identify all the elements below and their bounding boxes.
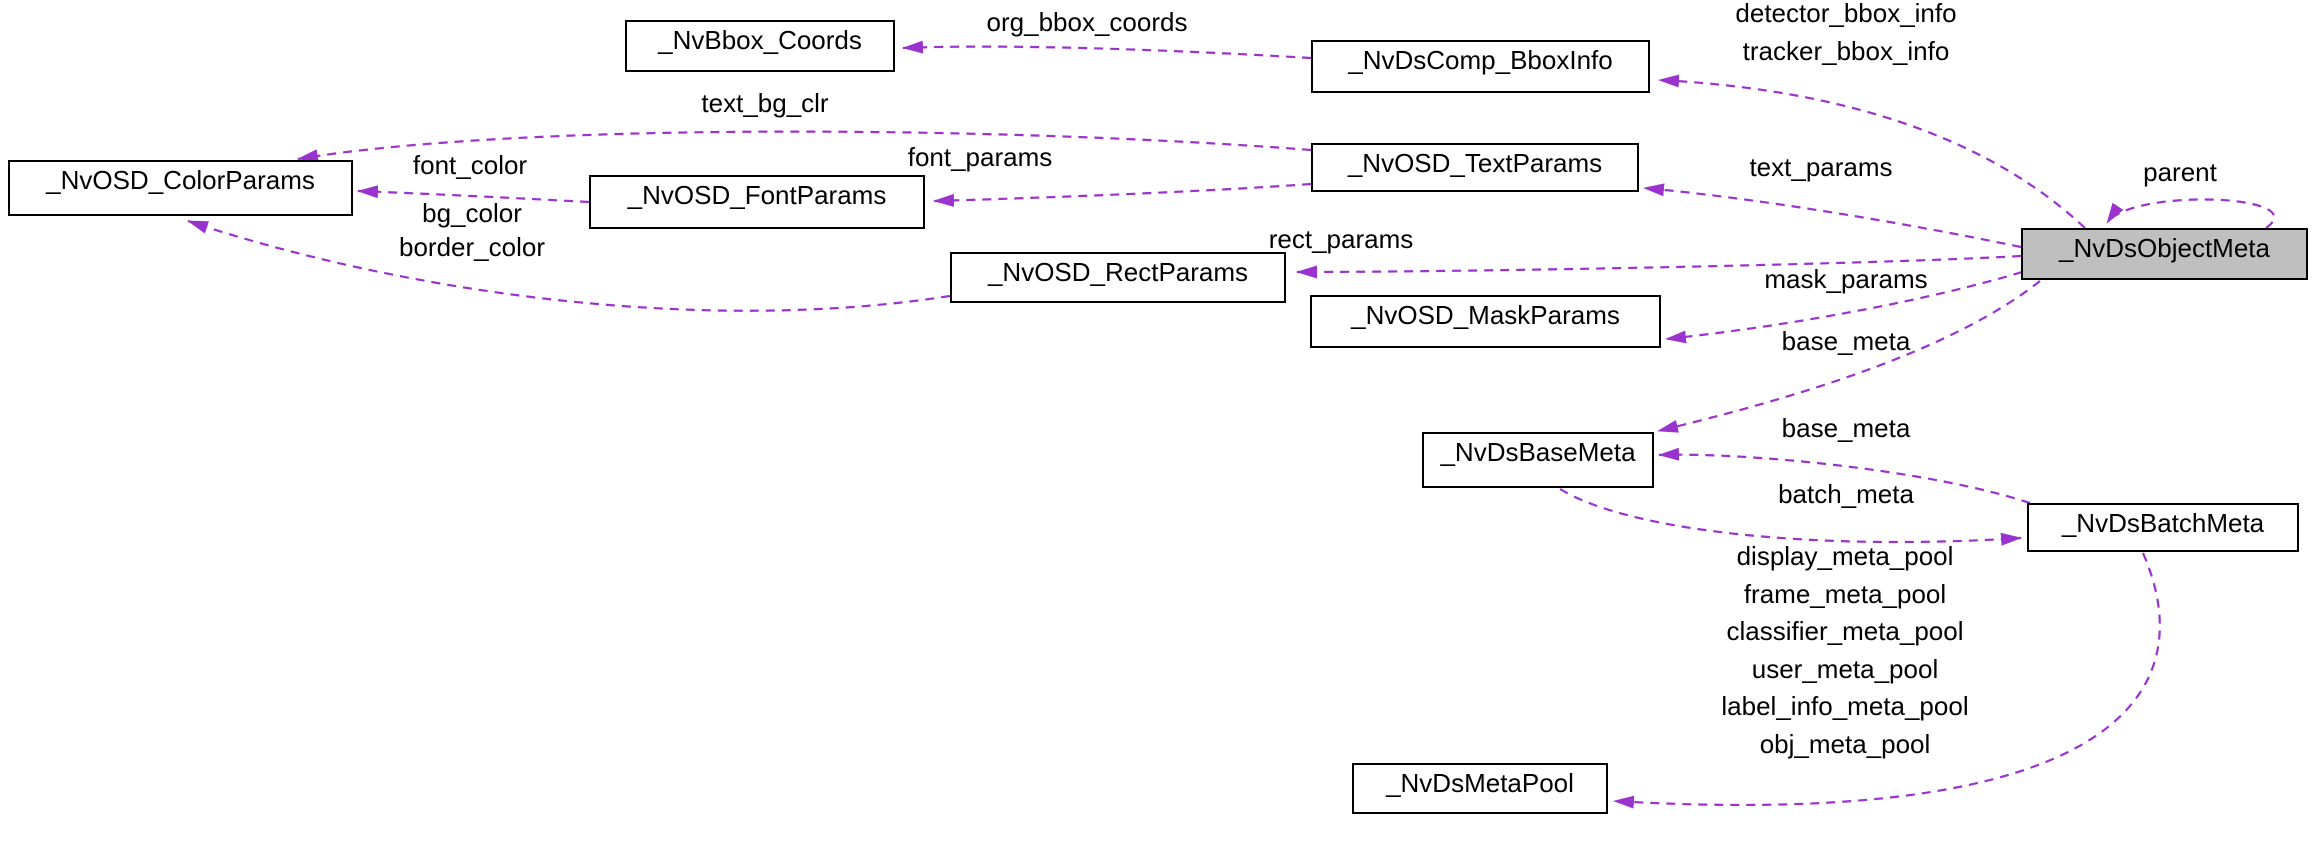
node-nvds-objectmeta[interactable]: _NvDsObjectMeta	[2021, 228, 2308, 280]
node-nvds-batchmeta[interactable]: _NvDsBatchMeta	[2027, 503, 2299, 552]
edge-text-bg-clr	[297, 130, 1312, 163]
edge-label-parent: parent	[2143, 157, 2217, 187]
node-nvosd-colorparams[interactable]: _NvOSD_ColorParams	[8, 160, 353, 216]
node-nvdscomp-bboxinfo[interactable]: _NvDsComp_BboxInfo	[1311, 40, 1650, 93]
edge-text-params	[1643, 183, 2022, 249]
edge-label-font-color: font_color	[412, 150, 528, 180]
edge-label-batch-meta: batch_meta	[1778, 479, 1914, 509]
edge-font-color	[357, 185, 590, 204]
node-nvosd-rectparams[interactable]: _NvOSD_RectParams	[950, 252, 1286, 303]
node-nvosd-textparams[interactable]: _NvOSD_TextParams	[1311, 143, 1639, 192]
edge-mask-params	[1665, 270, 2023, 344]
edge-label-base-meta-batch: base_meta	[1781, 413, 1911, 443]
edge-label-mask-params: mask_params	[1764, 264, 1928, 294]
edge-font-params	[933, 182, 1312, 207]
edge-base-meta-batch	[1658, 447, 2031, 505]
edge-label-detector-tracker: detector_bbox_info tracker_bbox_info	[1735, 0, 1957, 66]
edge-parent-self-loop	[2106, 198, 2276, 229]
node-nvosd-fontparams[interactable]: _NvOSD_FontParams	[589, 175, 925, 229]
edge-label-text-bg-clr: text_bg_clr	[701, 88, 829, 118]
node-nvds-metapool[interactable]: _NvDsMetaPool	[1352, 763, 1608, 814]
edge-label-base-meta-object: base_meta	[1781, 326, 1911, 356]
edge-bg-border-color	[187, 219, 951, 312]
edge-batch-meta	[1559, 488, 2022, 546]
edge-base-meta-object	[1657, 280, 2041, 433]
node-nvosd-maskparams[interactable]: _NvOSD_MaskParams	[1310, 295, 1661, 348]
edge-label-meta-pools: display_meta_pool frame_meta_pool classi…	[1721, 541, 1969, 759]
edge-detector-tracker	[1658, 74, 2086, 229]
edge-label-bg-border-color: bg_color border_color	[399, 198, 545, 262]
node-nvbbox-coords[interactable]: _NvBbox_Coords	[625, 20, 895, 72]
node-nvds-basemeta[interactable]: _NvDsBaseMeta	[1422, 432, 1654, 488]
edge-label-text-params: text_params	[1749, 152, 1893, 182]
edge-label-rect-params: rect_params	[1268, 224, 1414, 254]
edge-label-font-params: font_params	[907, 142, 1053, 172]
edge-org-bbox-coords	[902, 40, 1312, 60]
edge-label-org-bbox-coords: org_bbox_coords	[986, 7, 1188, 37]
